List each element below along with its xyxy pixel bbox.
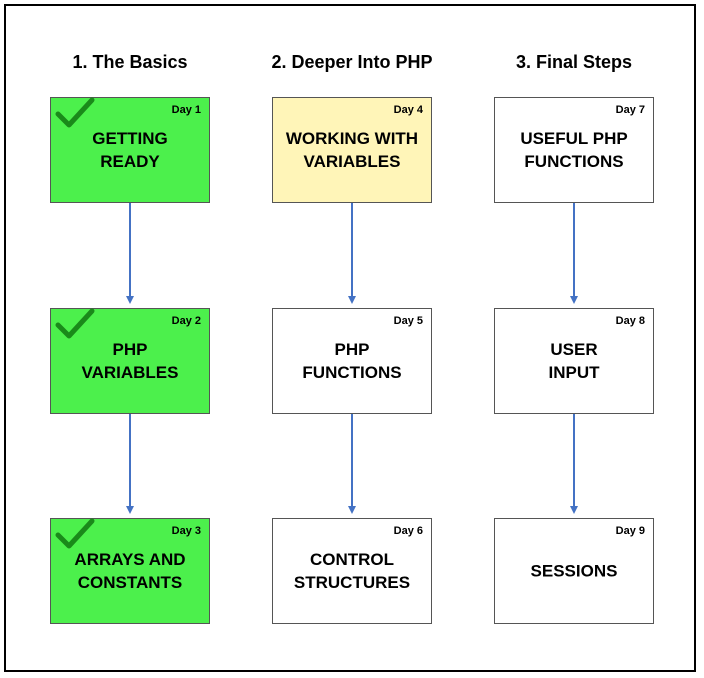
step-box-day-5: Day 5 PHP FUNCTIONS — [272, 308, 432, 414]
day-label: Day 7 — [615, 104, 645, 116]
step-title: PHP FUNCTIONS — [302, 340, 402, 382]
day-label: Day 6 — [393, 525, 423, 537]
checkmark-icon — [55, 308, 95, 339]
diagram-frame — [4, 4, 696, 672]
column-title-deeper: 2. Deeper Into PHP — [271, 52, 433, 72]
checkmark-icon — [55, 518, 95, 549]
step-title: WORKING WITH VARIABLES — [285, 129, 419, 171]
step-box-day-1: Day 1 GETTING READY — [50, 97, 210, 203]
step-box-day-3: Day 3 ARRAYS AND CONSTANTS — [50, 518, 210, 624]
step-box-day-6: Day 6 CONTROL STRUCTURES — [272, 518, 432, 624]
step-box-day-2: Day 2 PHP VARIABLES — [50, 308, 210, 414]
step-title: ARRAYS AND CONSTANTS — [74, 550, 186, 592]
day-label: Day 5 — [393, 315, 423, 327]
column-title-basics: 1. The Basics — [72, 52, 188, 72]
checkmark-icon — [55, 97, 95, 128]
day-label: Day 1 — [171, 104, 201, 116]
column-title-final: 3. Final Steps — [515, 52, 633, 72]
day-label: Day 9 — [615, 525, 645, 537]
step-title: PHP VARIABLES — [81, 340, 179, 382]
step-box-day-7: Day 7 USEFUL PHP FUNCTIONS — [494, 97, 654, 203]
day-label: Day 4 — [393, 104, 423, 116]
step-title: GETTING READY — [92, 129, 168, 171]
step-title: USEFUL PHP FUNCTIONS — [520, 129, 628, 171]
step-title: CONTROL STRUCTURES — [293, 550, 411, 592]
step-box-day-9: Day 9 SESSIONS — [494, 518, 654, 624]
step-box-day-4: Day 4 WORKING WITH VARIABLES — [272, 97, 432, 203]
day-label: Day 8 — [615, 315, 645, 327]
day-label: Day 3 — [171, 525, 201, 537]
day-label: Day 2 — [171, 315, 201, 327]
step-title: USER INPUT — [548, 340, 600, 382]
step-box-day-8: Day 8 USER INPUT — [494, 308, 654, 414]
step-title: SESSIONS — [530, 561, 618, 581]
